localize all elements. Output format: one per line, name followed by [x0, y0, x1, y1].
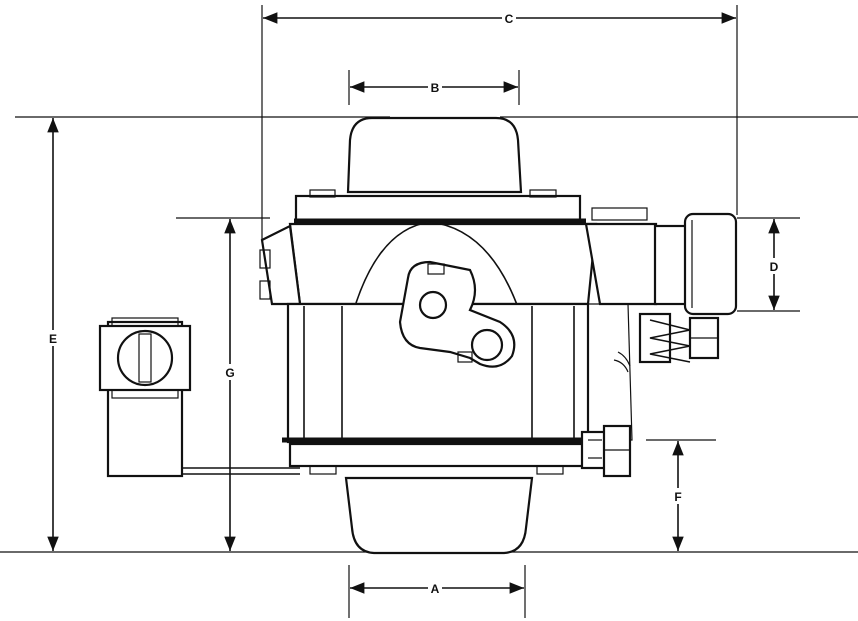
throttle-lever: [398, 260, 516, 368]
dimension-a-label: A: [431, 582, 440, 596]
choke-housing: [98, 317, 300, 478]
dimension-d-label: D: [770, 260, 779, 274]
throttle-stop-screw: [580, 424, 632, 478]
dimension-c-label: C: [505, 12, 514, 26]
dimension-labels: C B E G D F A: [46, 10, 781, 596]
extension-lines: [0, 5, 858, 618]
dimension-f-label: F: [674, 490, 681, 504]
fuel-inlet-fitting: [653, 212, 738, 316]
dimension-e-label: E: [49, 332, 57, 346]
dimension-b-label: B: [431, 81, 440, 95]
idle-mixture-screw: [613, 312, 720, 373]
dimension-g-label: G: [225, 366, 234, 380]
